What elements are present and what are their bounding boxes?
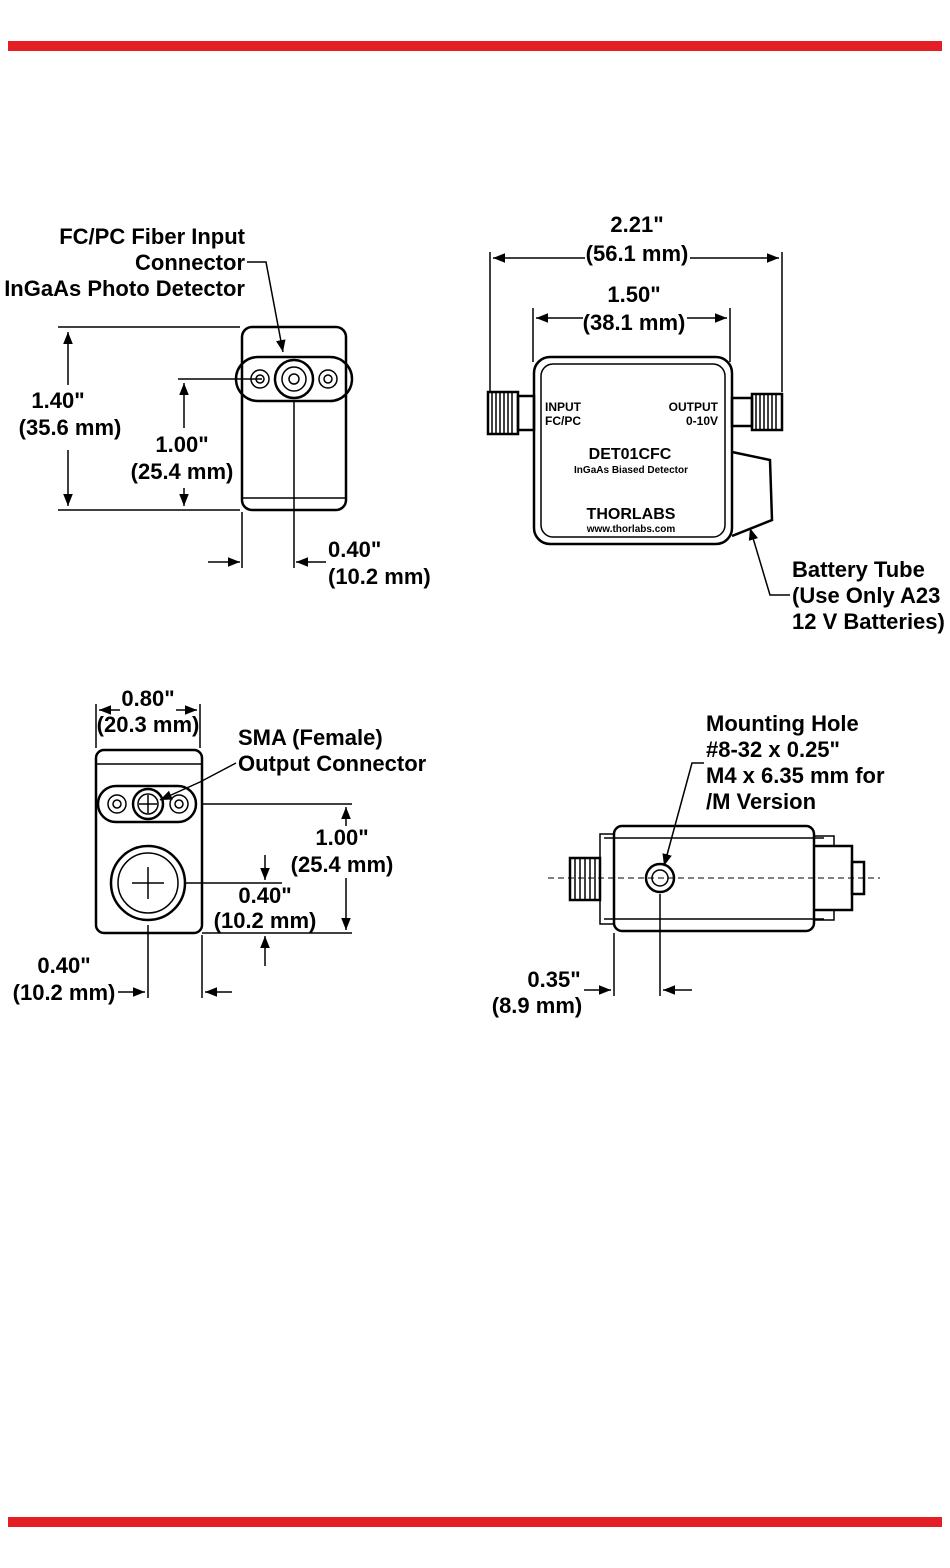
battery-callout-leader [748,527,790,596]
front-callout-line2: Connector [135,250,245,275]
top-red-bar [8,41,942,51]
overall-width-mm: (56.1 mm) [586,241,689,266]
front-callout-leader [247,261,286,353]
battery-tube [731,450,774,538]
battery-callout-line3: 12 V Batteries) [792,609,945,634]
front-screw-right [318,369,338,389]
top-view: 2.21" (56.1 mm) 1.50" (38.1 mm) INP [486,212,945,634]
sma-callout-line2: Output Connector [238,751,427,776]
rear-screw-right [169,794,189,814]
bottom-red-bar [8,1517,942,1527]
front-connector-height-mm: (25.4 mm) [131,459,234,484]
hole-offset-in: 0.35" [527,967,580,992]
mounting-hole-outer [644,862,676,894]
output-label-line1: OUTPUT [669,400,719,414]
battery-cap-inner [117,852,179,914]
front-offset-mm: (10.2 mm) [328,564,431,589]
input-fc-connector [486,390,536,436]
fc-connector-outer [273,358,315,400]
rear-side-offset-mm: (10.2 mm) [13,980,116,1005]
output-label-line2: 0-10V [686,414,718,428]
rear-housing [94,748,204,935]
front-offset-in: 0.40" [328,537,381,562]
tube-height-mm: (10.2 mm) [214,908,317,933]
mount-callout-line2: #8-32 x 0.25" [706,737,840,762]
mount-callout-line3: M4 x 6.35 mm for [706,763,885,788]
model-label: DET01CFC [589,446,672,463]
front-connector-height-in: 1.00" [155,432,208,457]
rear-screw-left [107,794,127,814]
website-label: www.thorlabs.com [586,524,676,535]
battery-callout-line1: Battery Tube [792,557,925,582]
overall-width-in: 2.21" [610,212,663,237]
sma-height-in: 1.00" [315,825,368,850]
rear-width-mm: (20.3 mm) [97,712,200,737]
model-subtitle: InGaAs Biased Detector [574,465,688,476]
fc-connector-plate [234,355,354,403]
sma-height-mm: (25.4 mm) [291,852,394,877]
battery-callout-line2: (Use Only A23 [792,583,940,608]
output-sma-connector [730,392,784,432]
sma-callout-leader [159,762,237,801]
mounting-hole-inner [651,869,669,887]
brand-label: THORLABS [587,506,676,523]
side-view: Mounting Hole #8-32 x 0.25" M4 x 6.35 mm… [492,711,885,1018]
front-height-in: 1.40" [31,388,84,413]
fc-connector-core [288,373,300,385]
body-width-mm: (38.1 mm) [583,310,686,335]
tube-height-in: 0.40" [238,883,291,908]
front-height-mm: (35.6 mm) [19,415,122,440]
sma-callout-line1: SMA (Female) [238,725,383,750]
input-label-line2: FC/PC [545,414,581,428]
front-view: FC/PC Fiber Input Connector InGaAs Photo… [4,224,431,589]
sma-plate [96,784,198,824]
side-fc-connector [568,856,602,902]
detector-housing [532,355,734,546]
body-width-in: 1.50" [607,282,660,307]
front-callout-line1: FC/PC Fiber Input [59,224,245,249]
rear-side-offset-in: 0.40" [37,953,90,978]
mount-callout-line4: /M Version [706,789,816,814]
mount-callout-leader [662,762,704,867]
hole-offset-mm: (8.9 mm) [492,993,582,1018]
front-callout-line3: InGaAs Photo Detector [4,276,245,301]
battery-cap-outer [109,844,187,922]
mount-callout-line1: Mounting Hole [706,711,859,736]
rear-width-in: 0.80" [121,686,174,711]
side-front-flange [599,833,615,925]
rear-view: 0.80" (20.3 mm) SMA (Female) Output Conn… [13,686,427,1005]
input-label-line1: INPUT [545,400,582,414]
sma-connector [131,787,165,821]
